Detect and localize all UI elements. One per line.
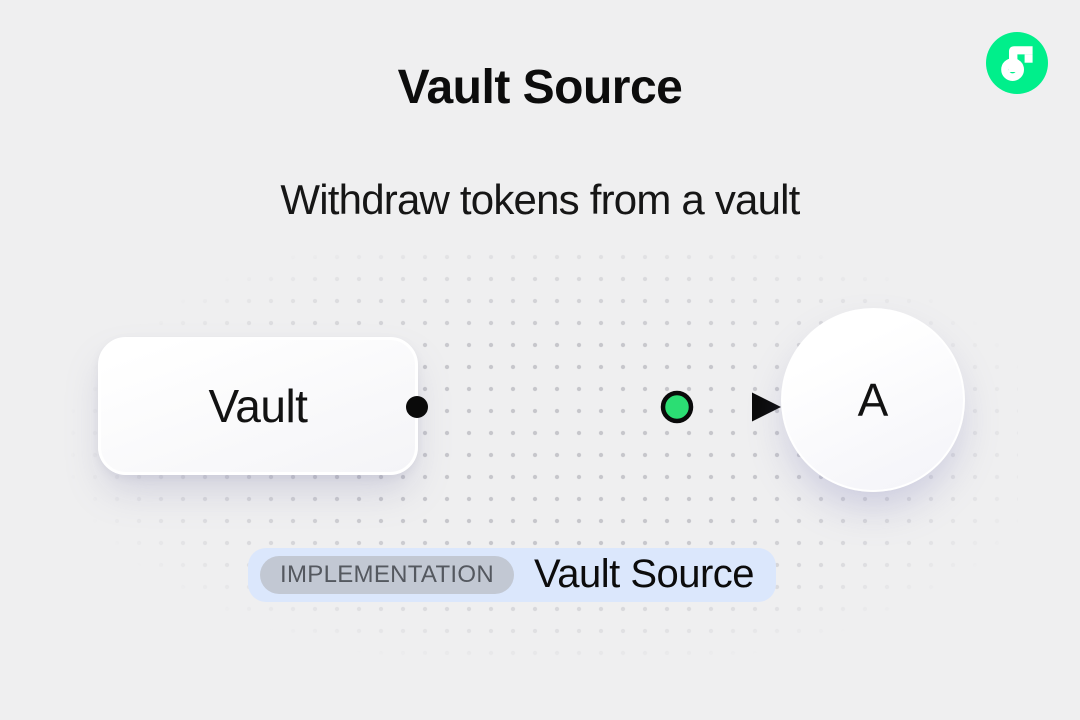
account-node-label: A (857, 374, 889, 426)
flow-logo-icon (986, 32, 1048, 94)
edge-start-dot (406, 396, 428, 418)
account-node: A (781, 308, 965, 492)
arrowhead-icon (752, 392, 781, 422)
vault-to-account-arrow (406, 390, 781, 424)
token-dot (660, 390, 694, 424)
page-title: Vault Source (397, 61, 683, 114)
vault-node: Vault (98, 337, 418, 475)
implementation-badge: IMPLEMENTATION Vault Source (248, 548, 777, 602)
page-subtitle: Withdraw tokens from a vault (280, 176, 800, 223)
vault-node-label: Vault (208, 380, 308, 432)
implementation-tag: IMPLEMENTATION (260, 556, 514, 594)
implementation-label: Vault Source (534, 551, 755, 596)
